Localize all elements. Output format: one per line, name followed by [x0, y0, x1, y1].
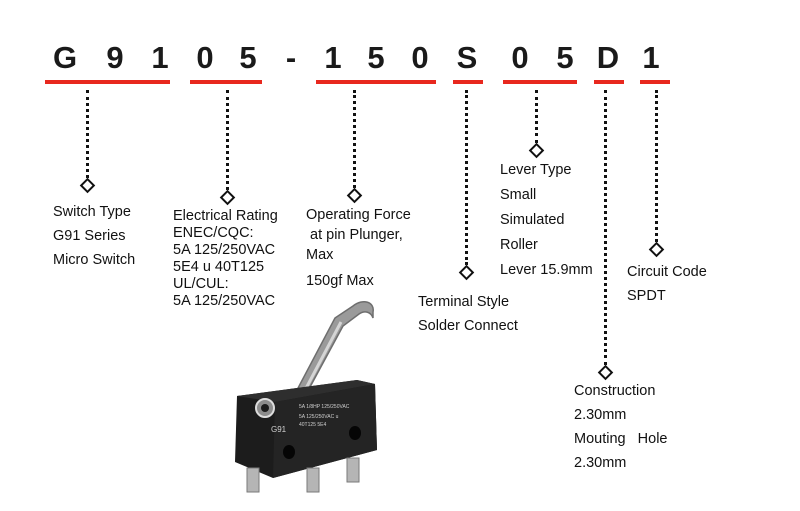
- switch-front-face: [273, 384, 377, 478]
- switch-top-face: [237, 380, 375, 402]
- segment-underline-construction: [594, 80, 624, 84]
- label-line: 5E4 u 40T125: [173, 259, 265, 275]
- label-line: 2.30mm: [574, 455, 627, 471]
- segment-underline-terminal-style: [453, 80, 483, 84]
- rating-marking: 40T125 5E4: [299, 422, 326, 428]
- electrical-rating-label: Electrical Rating ENEC/CQC: 5A 125/250VA…: [173, 208, 278, 310]
- leader-line-lever-type: [535, 90, 538, 143]
- leader-line-electrical-rating: [226, 90, 229, 190]
- code-char: 0: [411, 40, 429, 75]
- label-line: UL/CUL:: [173, 276, 229, 292]
- segment-underline-circuit-code: [640, 80, 670, 84]
- construction-label: Construction 2.30mm Mouting Hole 2.30mm: [574, 379, 668, 475]
- code-char: 5: [556, 40, 574, 75]
- label-line: SPDT: [627, 288, 666, 304]
- label-line: Mouting Hole: [574, 431, 668, 447]
- code-char: G: [52, 40, 78, 75]
- diamond-marker: [219, 189, 236, 206]
- diamond-marker: [79, 177, 96, 194]
- lever-highlight: [301, 321, 343, 395]
- switch-type-label: Switch Type G91 Series Micro Switch: [53, 200, 135, 272]
- label-line: Electrical Rating: [173, 208, 278, 224]
- diamond-marker: [597, 364, 614, 381]
- micro-switch-image: G91 5A 1/8HP 125/250VAC 5A 125/250VAC u …: [235, 301, 377, 493]
- label-line: Simulated: [500, 212, 565, 228]
- code-char: D: [596, 40, 620, 75]
- label-line: Solder Connect: [418, 318, 518, 334]
- leader-line-terminal-style: [465, 90, 468, 265]
- label-line: 150gf Max: [306, 273, 374, 289]
- label-line: Max: [306, 247, 334, 263]
- segment-underline-lever-type: [503, 80, 577, 84]
- label-line: Roller: [500, 237, 538, 253]
- model-marking: G91: [271, 425, 287, 434]
- code-char: 9: [106, 40, 124, 75]
- label-line: Construction: [574, 383, 656, 399]
- rating-marking: 5A 125/250VAC u: [299, 414, 339, 420]
- label-line: Operating Force: [306, 207, 411, 223]
- diamond-marker: [528, 142, 545, 159]
- label-line: 2.30mm: [574, 407, 627, 423]
- leader-line-switch-type: [86, 90, 89, 178]
- label-line: Micro Switch: [53, 252, 136, 268]
- segment-underline-operating-force: [316, 80, 436, 84]
- segment-underline-switch-type: [45, 80, 170, 84]
- segment-underline-electrical-rating: [190, 80, 262, 84]
- label-line: Terminal Style: [418, 294, 510, 310]
- leader-line-construction: [604, 90, 607, 365]
- label-line: Switch Type: [53, 204, 131, 220]
- code-char: 5: [239, 40, 257, 75]
- lever-type-label: Lever Type Small Simulated Roller Lever …: [500, 158, 593, 283]
- terminal-pin: [246, 467, 260, 493]
- mounting-hole: [349, 426, 361, 440]
- label-line: 5A 125/250VAC: [173, 293, 276, 309]
- code-char: 1: [324, 40, 342, 75]
- label-line: Lever 15.9mm: [500, 262, 593, 278]
- circuit-code-label: Circuit Code SPDT: [627, 260, 707, 308]
- code-char: 1: [151, 40, 169, 75]
- mounting-hole: [283, 445, 295, 459]
- diamond-marker: [346, 187, 363, 204]
- leader-line-operating-force: [353, 90, 356, 188]
- label-line: Small: [500, 187, 537, 203]
- diamond-marker: [648, 241, 665, 258]
- terminal-style-label: Terminal Style Solder Connect: [418, 290, 518, 338]
- label-line: G91 Series: [53, 228, 126, 244]
- code-char: S: [456, 40, 478, 75]
- label-line: at pin Plunger,: [306, 227, 403, 243]
- code-char: 0: [511, 40, 529, 75]
- operating-force-label: Operating Force at pin Plunger, Max 150g…: [306, 205, 411, 291]
- code-char: 5: [367, 40, 385, 75]
- label-line: ENEC/CQC:: [173, 225, 254, 241]
- rating-marking: 5A 1/8HP 125/250VAC: [299, 404, 350, 410]
- terminal-pin: [306, 467, 320, 493]
- label-line: Lever Type: [500, 162, 572, 178]
- diamond-marker: [458, 264, 475, 281]
- label-line: Circuit Code: [627, 264, 707, 280]
- terminal-pin: [346, 457, 360, 483]
- leader-line-circuit-code: [655, 90, 658, 242]
- code-char: -: [285, 40, 297, 75]
- code-char: 1: [642, 40, 660, 75]
- code-char: 0: [196, 40, 214, 75]
- label-line: 5A 125/250VAC: [173, 242, 276, 258]
- pivot-hole: [261, 404, 269, 412]
